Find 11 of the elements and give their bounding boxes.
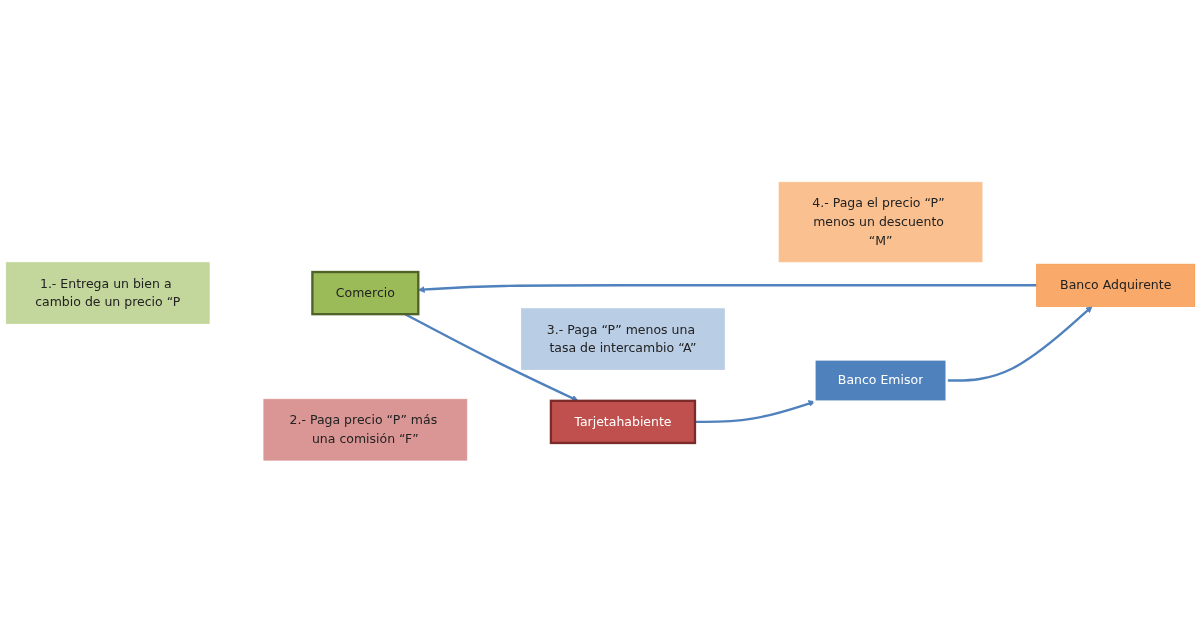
node-box: 4.- Paga el precio “P” menos un descuento “M” [778,182,983,263]
node-box: Comercio [311,271,420,316]
node-box: Banco Adquirente [1036,264,1196,308]
node-box: 3.- Paga “P” menos una tasa de intercambio “A” [521,308,725,371]
node-box: 2.- Paga precio “P” más una comisión “F” [263,399,468,461]
node-box: Banco Emisor [813,358,948,404]
node-box: Tarjetahabiente [549,399,697,445]
arrow [694,400,816,424]
arrow [418,284,1037,294]
node-box: 1.- Entrega un bien a cambio de un precio “P [5,262,210,325]
arrow [946,306,1093,382]
